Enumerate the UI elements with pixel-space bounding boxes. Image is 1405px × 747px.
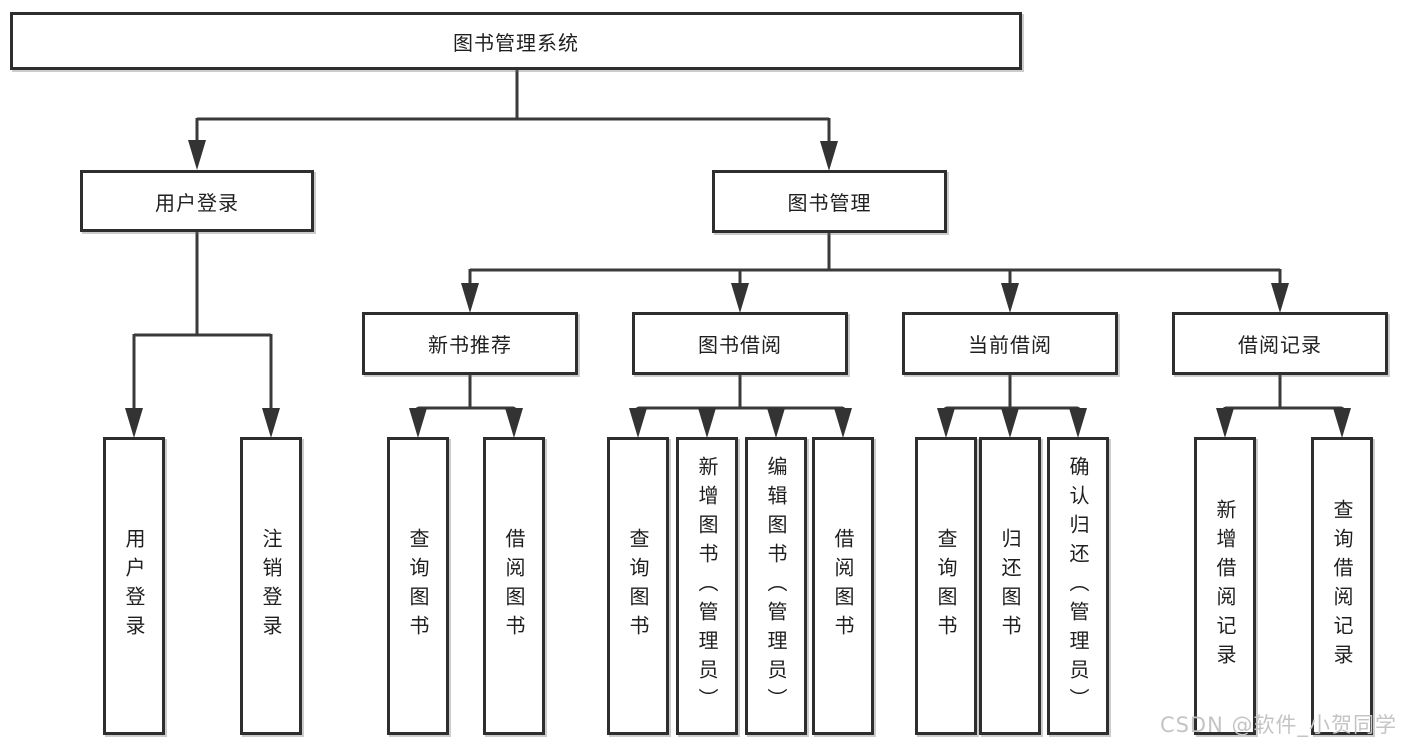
- leaf-current-confirm-return: 确认归还（管理员）: [1047, 437, 1109, 735]
- leaf-recommend-query-book: 查询图书: [387, 437, 449, 735]
- node-new-book-recommend: 新书推荐: [362, 312, 578, 375]
- arrow-icon: [1001, 283, 1019, 313]
- arrow-icon: [698, 408, 716, 438]
- arrow-icon: [1001, 408, 1019, 438]
- arrow-icon: [820, 141, 838, 171]
- node-root: 图书管理系统: [10, 12, 1022, 70]
- leaf-user-login: 用户登录: [103, 437, 165, 735]
- node-borrow-records: 借阅记录: [1172, 312, 1388, 375]
- arrow-icon: [1069, 408, 1087, 438]
- arrow-icon: [937, 408, 955, 438]
- leaf-borrow-edit-book: 编辑图书（管理员）: [745, 437, 807, 735]
- leaf-borrow-query-book: 查询图书: [607, 437, 669, 735]
- leaf-borrow-borrow-book: 借阅图书: [812, 437, 874, 735]
- leaf-logout: 注销登录: [240, 437, 302, 735]
- arrow-icon: [767, 408, 785, 438]
- leaf-records-query-record: 查询借阅记录: [1311, 437, 1373, 735]
- arrow-icon: [1216, 408, 1234, 438]
- arrow-icon: [1333, 408, 1351, 438]
- node-current-borrow: 当前借阅: [902, 312, 1118, 375]
- leaf-current-query-book: 查询图书: [915, 437, 977, 735]
- leaf-current-return-book: 归还图书: [979, 437, 1041, 735]
- arrow-icon: [834, 408, 852, 438]
- arrow-icon: [262, 408, 280, 438]
- arrow-icon: [731, 283, 749, 313]
- arrow-icon: [505, 408, 523, 438]
- arrowheads: [125, 140, 1351, 438]
- arrow-icon: [188, 140, 206, 170]
- arrow-icon: [461, 283, 479, 313]
- arrow-icon: [409, 408, 427, 438]
- leaf-recommend-borrow-book: 借阅图书: [483, 437, 545, 735]
- node-book-management: 图书管理: [712, 170, 947, 233]
- node-user-login: 用户登录: [80, 170, 314, 232]
- leaf-records-add-record: 新增借阅记录: [1194, 437, 1256, 735]
- arrow-icon: [1271, 283, 1289, 313]
- node-book-borrow: 图书借阅: [632, 312, 848, 375]
- watermark: CSDN @软件_小贺同学: [1159, 713, 1397, 737]
- arrow-icon: [125, 408, 143, 438]
- arrow-icon: [629, 408, 647, 438]
- leaf-borrow-add-book: 新增图书（管理员）: [676, 437, 738, 735]
